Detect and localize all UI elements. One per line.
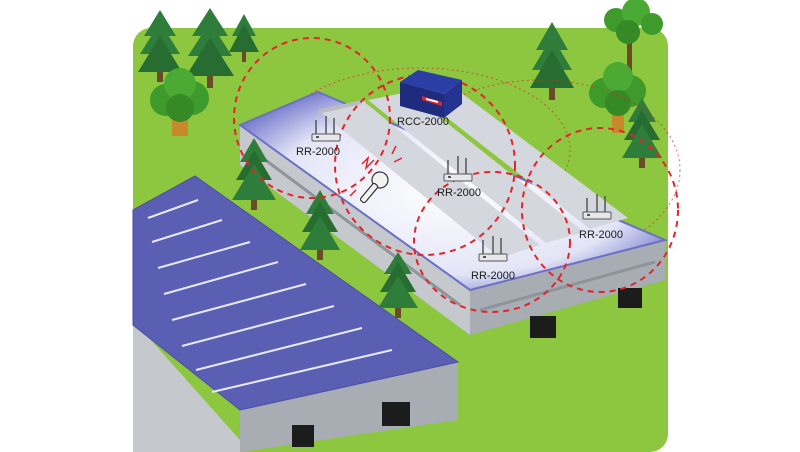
pine-tree-icon	[229, 14, 259, 62]
pine-tree-icon	[186, 8, 234, 88]
router-icon	[478, 236, 508, 262]
lit-warehouse	[237, 86, 669, 338]
controller-box-icon	[400, 70, 462, 118]
router-label: RR-2000	[471, 270, 515, 282]
router-label: RR-2000	[437, 187, 481, 199]
coverage-zone	[521, 127, 679, 293]
router-icon	[311, 116, 341, 142]
pine-tree-icon	[530, 22, 574, 100]
router-icon	[443, 156, 473, 182]
coverage-zone	[233, 37, 391, 199]
background-trees	[138, 0, 663, 168]
router-label: RR-2000	[296, 146, 340, 158]
pine-tree-icon	[378, 252, 418, 318]
loading-door	[530, 316, 556, 338]
roof-lines	[147, 199, 393, 393]
loading-door	[382, 402, 410, 426]
signal-arrows-icon	[349, 145, 403, 197]
round-tree-icon	[150, 68, 209, 136]
foreground-trees	[232, 138, 418, 318]
controller-label: RCC-2000	[397, 116, 449, 128]
pine-tree-icon	[300, 190, 340, 260]
loading-door	[618, 288, 642, 308]
router-icon	[582, 194, 612, 220]
router-label: RR-2000	[579, 229, 623, 241]
round-tree-icon	[589, 62, 646, 133]
pine-tree-icon	[138, 10, 182, 82]
pine-tree-icon	[232, 138, 276, 210]
broadleaf-tree-icon	[604, 0, 663, 85]
dark-warehouse	[132, 175, 460, 452]
coverage-zone	[413, 171, 571, 313]
light-fixture-icon	[359, 171, 389, 204]
loading-door	[292, 425, 314, 447]
